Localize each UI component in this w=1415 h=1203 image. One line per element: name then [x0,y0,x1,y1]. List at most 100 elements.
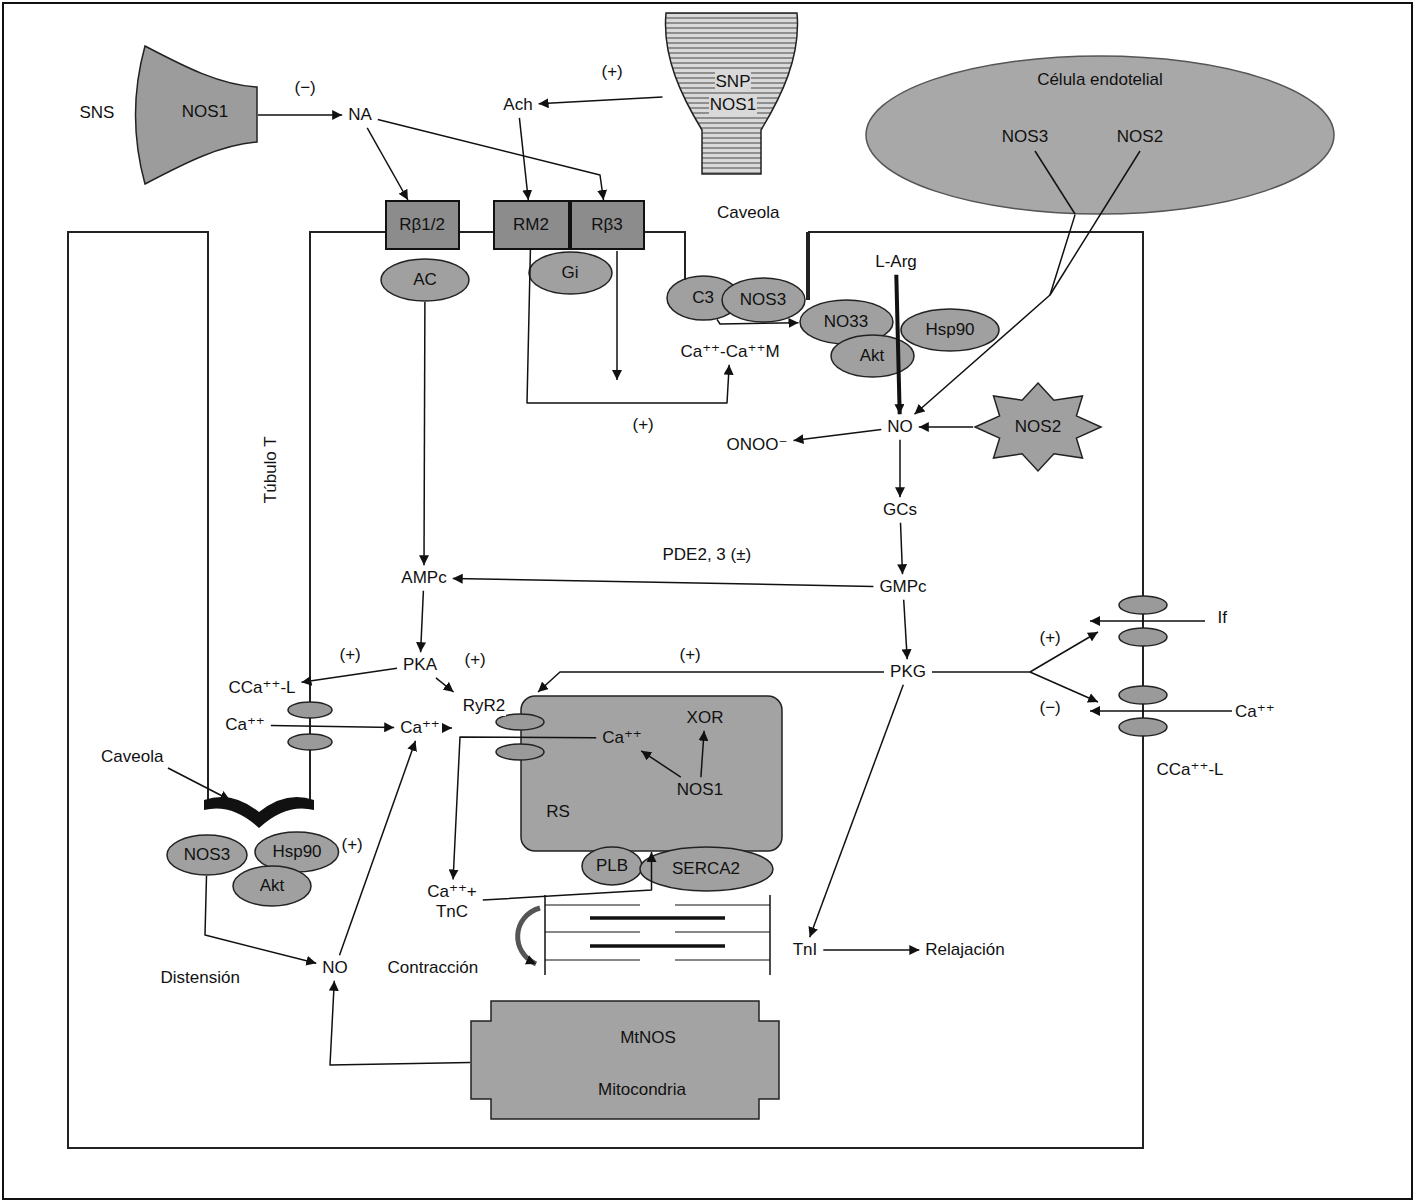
channel-symbol [1119,596,1167,614]
channel-text: CCa⁺⁺-L [222,675,301,701]
node-text: NOS1 [676,780,724,800]
connector-arrow [641,751,681,777]
mitochondrion-outline [471,1001,779,1119]
node-text: SERCA2 [671,859,741,879]
node-text: Rβ3 [590,215,624,235]
connector-arrow [538,672,884,692]
free-label: CCa⁺⁺-L [1155,760,1226,780]
molecule-text: NO [881,414,919,440]
connector-arrow [823,949,919,951]
actin-filament [675,904,770,905]
ion-text: Ca⁺⁺ [596,725,648,751]
molecule-text: XOR [681,705,730,731]
molecule-text: ONOO⁻ [721,432,794,458]
actin-filament [545,959,640,960]
edge-label: (+) [600,62,625,82]
myosin-filament [590,944,725,948]
node-text: NOS1 [181,102,229,122]
endothelial-cell: Célula endotelialNOS3NOS2 [865,55,1335,215]
connector-arrow [701,731,704,777]
connector-arrow [527,250,729,403]
node-text: RyR2 [462,696,507,716]
sarcoplasmic-reticulum: RSCa⁺⁺XORNOS1 [520,695,783,852]
connector-arrow [446,727,452,729]
free-label: If [1216,608,1229,628]
caveola-shape [204,797,314,828]
node-text: PLB [595,856,629,876]
ellipse-outline [901,309,999,351]
nerve-terminal-outline [665,13,797,174]
molecule-text: GMPc [873,574,932,600]
node-text: ONOO⁻ [726,435,789,455]
connector-arrow [367,128,408,200]
edge-label: (−) [293,78,318,98]
receptor-box: Rβ3 [570,200,645,250]
free-label: Ca⁺⁺ [1233,702,1277,722]
nerve-terminal-outline [136,46,258,184]
ellipse-outline [381,259,469,301]
ellipse-outline [831,335,914,377]
node-text: SNP [715,72,752,92]
signal-arrow [616,251,618,380]
t-tubule-membrane [310,232,385,805]
connector-arrow [539,97,663,104]
ellipse-outline [722,278,805,322]
node-text: GMPc [878,577,927,597]
caveola-membrane [806,232,810,300]
connector-arrow [205,876,316,963]
protein-ellipse: PLB [581,846,643,886]
protein-ellipse: NOS3 [721,277,806,323]
mitochondrion: MtNOSMitocondria [470,1000,780,1120]
ellipse-outline [233,866,311,906]
node-text: NOS2 [1014,417,1062,437]
connector-arrow [915,215,1076,415]
node-text: PKA [402,655,438,675]
free-label: Túbulo T [260,434,280,505]
node-text: TnI [792,940,819,960]
receptor-box: RM2 [493,200,570,250]
node-text: Ach [502,95,533,115]
node-text: NOS3 [183,845,231,865]
sarcomere-z-line [544,895,546,975]
edge-label: (+) [463,650,488,670]
node-text: Hsp90 [271,842,322,862]
connector-arrow [436,678,454,692]
channel-symbol [1119,686,1167,704]
effect-text: Relajación [919,937,1010,963]
protein-ellipse: Hsp90 [900,308,1000,352]
ryr2-channel [496,744,544,760]
protein-ellipse: Akt [830,334,915,378]
inducible-nos-star: NOS2 [973,381,1103,473]
channel-symbol [1119,718,1167,736]
connector-arrow [378,119,604,200]
protein-ellipse: Gi [528,251,613,295]
current-arrow [1090,620,1205,622]
edge-label: PDE2, 3 (±) [661,545,754,565]
branch-line [1050,151,1140,295]
free-label: (−) [1038,698,1063,718]
connector-arrow [483,852,652,900]
node-text: Akt [859,346,886,366]
mediator-text: NA [342,102,378,128]
cell-membrane [68,232,1143,1148]
node-text: NOS2 [1116,127,1164,147]
current-arrow [1090,710,1232,712]
node-outline [663,12,800,175]
ion-text: Ca⁺⁺ [394,715,446,741]
edge-label: (+) [678,645,703,665]
node-text: AMPc [400,568,447,588]
protein-ellipse: AC [380,258,470,302]
connector-arrow [423,302,425,565]
connector-arrow [901,523,903,574]
box-outline [386,201,459,249]
molecule-text: GCs [877,497,923,523]
connector-arrow [453,579,874,587]
node-text: NO [321,958,349,978]
sarcomere-z-line [769,895,771,975]
node-outline [470,1000,780,1120]
node-text: Ca⁺⁺ [399,718,441,738]
node-text: NOS3 [739,290,787,310]
